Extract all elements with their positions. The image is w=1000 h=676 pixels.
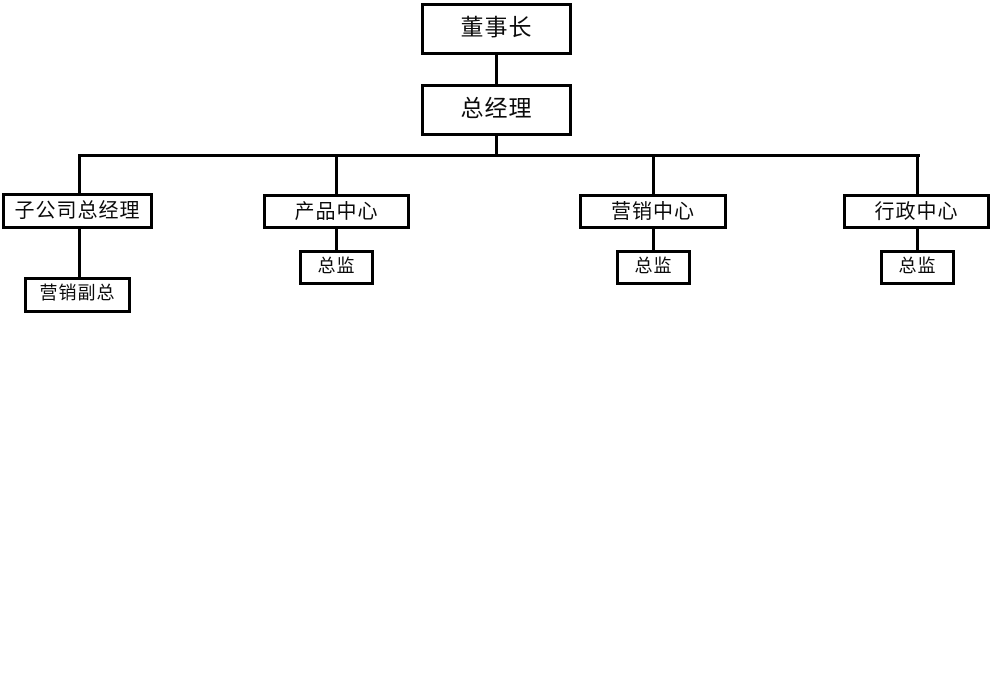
- connector-bus-to-product-center: [335, 154, 338, 196]
- connector-subsidiary-gm-to-marketing-vp: [78, 226, 81, 279]
- node-marketing-center[interactable]: 营销中心: [579, 194, 727, 229]
- node-marketing-director-label: 总监: [634, 255, 673, 277]
- node-marketing-vice-president[interactable]: 营销副总: [24, 277, 131, 313]
- node-marketing-vice-president-label: 营销副总: [39, 283, 116, 304]
- node-chairman-label: 董事长: [460, 14, 533, 41]
- node-subsidiary-general-manager[interactable]: 子公司总经理: [2, 193, 153, 229]
- node-marketing-center-label: 营销中心: [611, 198, 695, 223]
- connector-chairman-to-general-manager: [495, 54, 498, 86]
- connector-marketing-center-to-director: [652, 226, 655, 252]
- node-admin-director-label: 总监: [898, 255, 937, 277]
- connector-bus-to-subsidiary-gm: [78, 154, 81, 195]
- node-product-center[interactable]: 产品中心: [263, 194, 410, 229]
- node-product-director[interactable]: 总监: [299, 250, 374, 285]
- connector-horizontal-bus: [78, 154, 920, 157]
- node-subsidiary-general-manager-label: 子公司总经理: [14, 198, 141, 222]
- node-admin-center[interactable]: 行政中心: [843, 194, 990, 229]
- connector-product-center-to-director: [335, 226, 338, 252]
- connector-bus-to-marketing-center: [652, 154, 655, 196]
- connector-general-manager-stem: [495, 134, 498, 157]
- node-admin-center-label: 行政中心: [874, 198, 959, 223]
- node-general-manager-label: 总经理: [460, 95, 533, 122]
- node-chairman[interactable]: 董事长: [421, 3, 572, 55]
- node-admin-director[interactable]: 总监: [880, 250, 955, 285]
- connector-admin-center-to-director: [916, 226, 919, 252]
- node-product-director-label: 总监: [317, 255, 356, 277]
- node-product-center-label: 产品中心: [294, 198, 379, 223]
- node-general-manager[interactable]: 总经理: [421, 84, 572, 136]
- node-marketing-director[interactable]: 总监: [616, 250, 691, 285]
- connector-bus-to-admin-center: [916, 154, 919, 196]
